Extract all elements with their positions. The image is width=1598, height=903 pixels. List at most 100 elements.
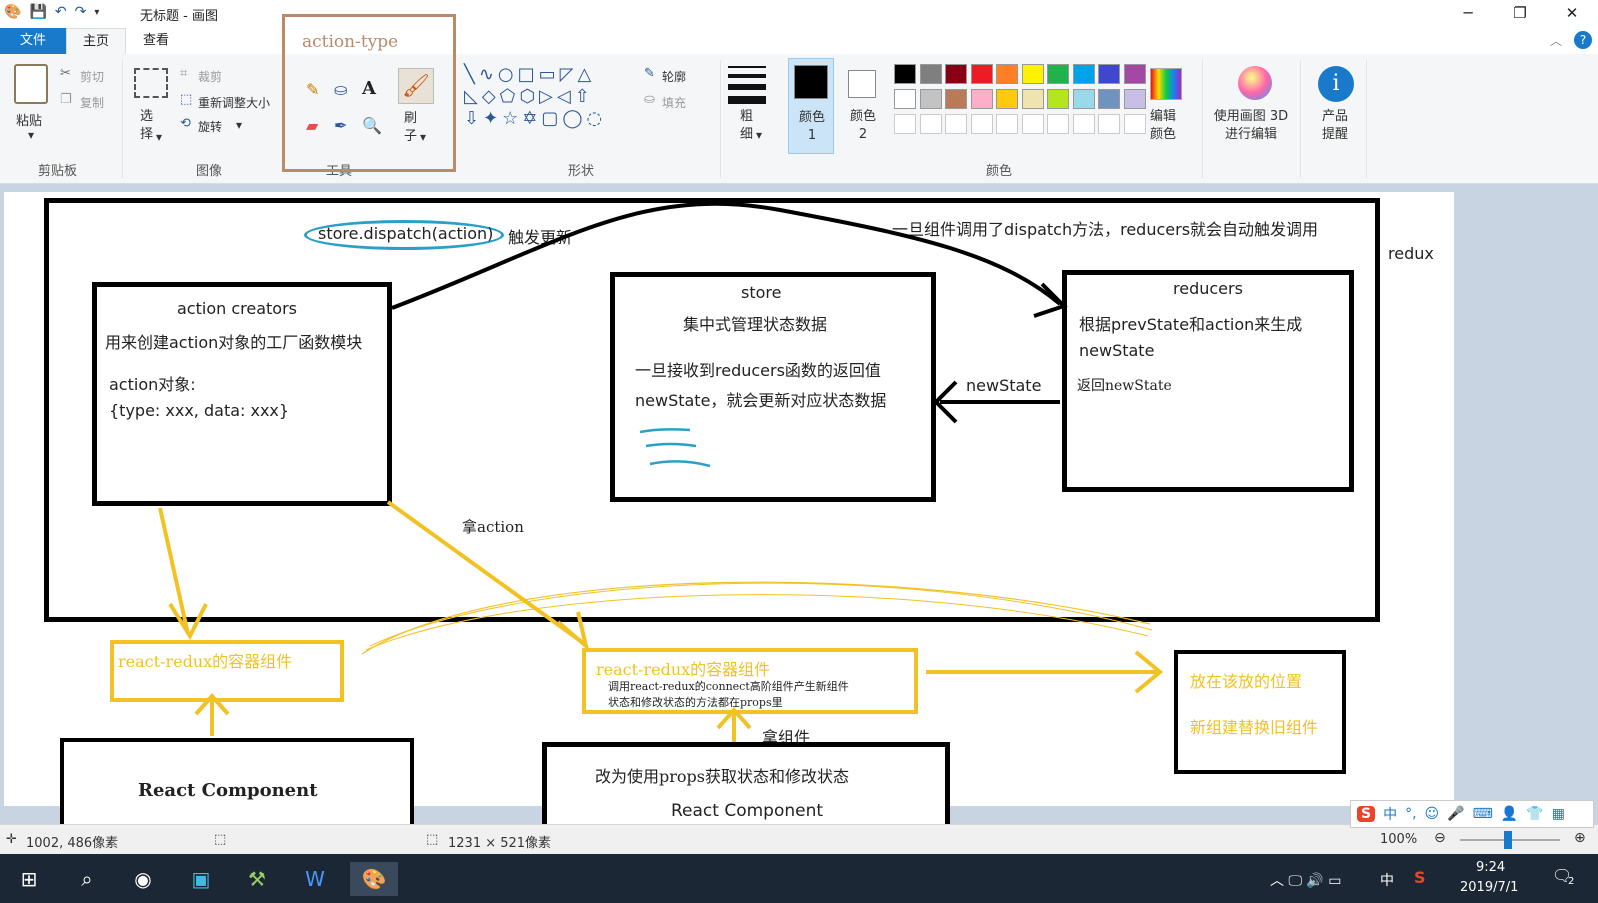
- pencil-icon[interactable]: ✎: [306, 80, 320, 99]
- outline-button[interactable]: 轮廓: [662, 70, 687, 84]
- color-swatch[interactable]: [1123, 64, 1146, 84]
- color-swatch[interactable]: [945, 89, 967, 109]
- windows-start-icon[interactable]: ⊞: [20, 867, 38, 891]
- zoom-out-icon[interactable]: ⊖: [1434, 830, 1446, 846]
- brush-icon[interactable]: 🖌: [398, 68, 434, 104]
- tool-icon[interactable]: ⚒: [248, 867, 266, 891]
- text-tool-icon[interactable]: A: [362, 78, 376, 99]
- eraser-icon[interactable]: ▰: [306, 116, 319, 135]
- color-swatch[interactable]: [894, 89, 916, 109]
- tab-view[interactable]: 查看: [142, 33, 169, 48]
- color-swatch[interactable]: [1098, 89, 1120, 109]
- crop-button[interactable]: 裁剪: [198, 70, 223, 84]
- collapse-ribbon-icon[interactable]: ︿: [1550, 34, 1563, 48]
- color-swatch[interactable]: [1047, 64, 1069, 84]
- action-creators-title: action creators: [177, 299, 297, 318]
- edit-colors-icon[interactable]: [1150, 68, 1182, 100]
- color-swatch[interactable]: [894, 64, 916, 84]
- size-dropdown-icon[interactable]: ▾: [756, 128, 763, 142]
- restore-button[interactable]: ❐: [1513, 4, 1527, 22]
- color-swatch[interactable]: [1047, 89, 1069, 109]
- help-icon[interactable]: ?: [1574, 31, 1592, 49]
- color-swatch[interactable]: [996, 114, 1018, 134]
- brushes-dropdown-icon[interactable]: ▾: [420, 130, 427, 144]
- tray-icons[interactable]: ︿ 🖵 🔊 ▭: [1270, 873, 1342, 889]
- minimize-button[interactable]: ─: [1463, 4, 1473, 22]
- color-swatch[interactable]: [1072, 89, 1095, 109]
- tray-sogou-icon[interactable]: S: [1414, 868, 1426, 887]
- select-button[interactable]: 选择: [140, 109, 154, 142]
- undo-icon[interactable]: ↶: [54, 4, 67, 20]
- color-swatch[interactable]: [919, 64, 942, 84]
- search-icon[interactable]: ⌕: [81, 867, 93, 891]
- size-icon[interactable]: [728, 66, 766, 104]
- reducers-title: reducers: [1173, 279, 1243, 298]
- brushes-button[interactable]: 刷子: [404, 111, 418, 144]
- color-swatch[interactable]: [919, 114, 942, 134]
- clock-time[interactable]: 9:24: [1476, 860, 1506, 875]
- tab-file[interactable]: 文件: [0, 28, 66, 54]
- color-swatch[interactable]: [1123, 89, 1146, 109]
- word-icon[interactable]: W: [305, 867, 325, 891]
- color-swatch[interactable]: [1021, 64, 1044, 84]
- ime-toolbar[interactable]: S 中 °, ☺ 🎤 ⌨ 👤 👕 ▦: [1350, 800, 1594, 828]
- color-swatch[interactable]: [1072, 114, 1095, 134]
- resize-button[interactable]: 重新调整大小: [198, 96, 271, 110]
- clock-date[interactable]: 2019/7/1: [1460, 880, 1519, 895]
- zoom-slider-thumb[interactable]: [1504, 831, 1512, 849]
- info-icon[interactable]: i: [1318, 66, 1354, 102]
- color-swatch[interactable]: [1021, 114, 1044, 134]
- product-alert-button[interactable]: 产品提醒: [1322, 109, 1349, 142]
- magnifier-icon[interactable]: 🔍: [362, 116, 382, 135]
- color2-button[interactable]: 颜色 2: [840, 58, 886, 154]
- cut-button[interactable]: 剪切: [80, 70, 105, 84]
- paste-dropdown-icon[interactable]: ▾: [28, 128, 35, 142]
- fill-bucket-icon[interactable]: ⛀: [334, 80, 348, 99]
- color-swatch[interactable]: [894, 114, 916, 134]
- app-icon[interactable]: ▣: [191, 867, 211, 891]
- paste-button[interactable]: 粘贴: [16, 114, 43, 129]
- customize-qat-icon[interactable]: ▾: [94, 6, 100, 18]
- tab-home[interactable]: 主页: [66, 28, 126, 54]
- tray-ime[interactable]: 中: [1380, 873, 1394, 889]
- color-swatch[interactable]: [970, 114, 993, 134]
- zoom-in-icon[interactable]: ⊕: [1574, 830, 1586, 846]
- color-swatch[interactable]: [1098, 114, 1120, 134]
- cursor-position: 1002, 486像素: [26, 836, 119, 851]
- color-swatch[interactable]: [996, 89, 1018, 109]
- size-button[interactable]: 粗细: [740, 109, 754, 142]
- color-swatch[interactable]: [945, 114, 967, 134]
- close-button[interactable]: ✕: [1565, 4, 1579, 22]
- react-component-2-line2: React Component: [671, 801, 824, 821]
- drawing-canvas[interactable]: redux store.dispatch(action) 触发更新 一旦组件调用…: [4, 192, 1454, 806]
- select-icon[interactable]: [134, 68, 168, 98]
- color-picker-icon[interactable]: ✒: [334, 116, 348, 135]
- rotate-dropdown-icon[interactable]: ▾: [236, 118, 243, 132]
- color-swatch[interactable]: [1021, 89, 1044, 109]
- color-swatch[interactable]: [1123, 114, 1146, 134]
- redo-icon[interactable]: ↷: [74, 4, 87, 20]
- paint3d-icon[interactable]: [1238, 66, 1272, 100]
- color-swatch[interactable]: [1098, 64, 1120, 84]
- color-swatch[interactable]: [919, 89, 942, 109]
- paint3d-button[interactable]: 使用画图 3D 进行编辑: [1213, 109, 1289, 142]
- shapes-gallery[interactable]: ╲∿○□▭◸△◺◇⬠⬡▷◁⇧⇩✦☆✡▢◯◌: [464, 64, 607, 129]
- color-swatch[interactable]: [996, 64, 1018, 84]
- action-creators-desc: 用来创建action对象的工厂函数模块: [105, 333, 363, 352]
- edit-colors-button[interactable]: 编辑颜色: [1150, 109, 1177, 142]
- paste-icon[interactable]: [14, 64, 48, 104]
- copy-button[interactable]: 复制: [80, 96, 105, 110]
- color-swatch[interactable]: [945, 64, 967, 84]
- color-swatch[interactable]: [1072, 64, 1095, 84]
- notification-icon[interactable]: 🗨: [1552, 866, 1573, 885]
- fill-button[interactable]: 填充: [662, 96, 687, 110]
- chrome-icon[interactable]: ◉: [134, 867, 152, 891]
- save-icon[interactable]: 💾: [29, 4, 47, 20]
- color-swatch[interactable]: [970, 64, 993, 84]
- paint-taskbar-icon[interactable]: 🎨: [350, 862, 398, 896]
- color-swatch[interactable]: [1047, 114, 1069, 134]
- rotate-button[interactable]: 旋转: [198, 120, 223, 134]
- color1-button[interactable]: 颜色 1: [788, 58, 834, 154]
- select-dropdown-icon[interactable]: ▾: [156, 130, 163, 144]
- color-swatch[interactable]: [970, 89, 993, 109]
